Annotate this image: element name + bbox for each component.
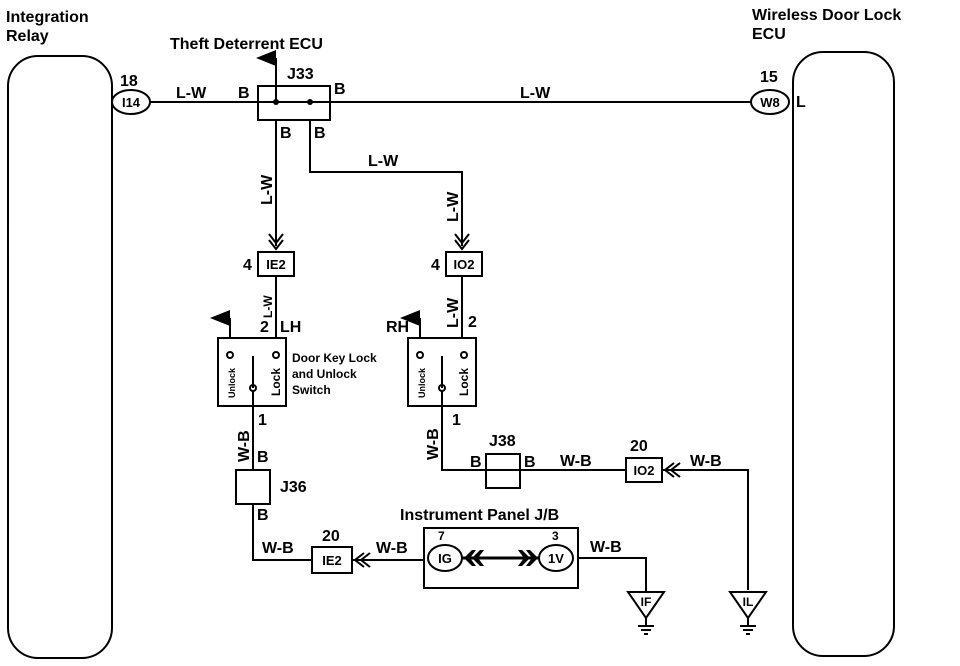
j38-pin-b-right: B	[524, 454, 536, 471]
wire-j36-ie2	[252, 504, 312, 561]
wire-label-lw-mid: L-W	[368, 153, 399, 170]
wire-label-lw-top-right: L-W	[520, 85, 551, 102]
chevron-io2-right	[663, 462, 675, 478]
rh-label: RH	[386, 319, 409, 336]
io2-top-pin: 4	[431, 257, 440, 274]
svg-text:IL: IL	[743, 595, 754, 609]
j36-pin-b-top: B	[257, 449, 269, 466]
switch-right-pin: 1	[452, 412, 461, 429]
connector-io2-top: IO2	[445, 251, 483, 277]
instrument-panel-jb: IG 1V	[423, 527, 579, 589]
ground-if: IF	[626, 591, 666, 635]
instrument-panel-jb-label: Instrument Panel J/B	[400, 507, 559, 524]
wire-label-lw-vert-right: L-W	[445, 191, 462, 222]
connector-ie2-top: IE2	[257, 251, 295, 277]
wireless-door-lock-ecu: Wireless Door Lock ECU	[752, 7, 906, 657]
door-key-switch-label: Door Key Lock and Unlock Switch	[292, 351, 380, 397]
wireless-door-lock-ecu-label: Wireless Door Lock ECU	[752, 7, 906, 43]
rh-pin: 2	[468, 314, 477, 331]
unlock-label-right: Unlock	[417, 367, 427, 398]
wire-1v-if	[578, 557, 647, 592]
ie2-bottom-pin: 20	[322, 528, 340, 545]
wire-label-lw-vert-left: L-W	[259, 174, 276, 205]
door-key-switch-lh: Unlock Lock	[210, 310, 287, 407]
wire-label-lw-top-left: L-W	[176, 85, 207, 102]
junction-j36-label: J36	[280, 479, 307, 496]
wire-label-wb-if: W-B	[590, 539, 622, 556]
wire-label-wb-vert-left: W-B	[236, 430, 253, 462]
door-key-switch-rh: Unlock Lock	[400, 310, 477, 407]
junction-j33-label: J33	[287, 66, 314, 83]
svg-text:IE2: IE2	[322, 553, 342, 568]
junction-j38-label: J38	[489, 433, 516, 450]
chevron-ie2-bottom	[353, 552, 365, 568]
wire-switch-j38	[441, 406, 486, 471]
i14-pin-number: 18	[120, 73, 138, 90]
jb-arrow-left-2	[472, 550, 484, 566]
wire-label-wb-j38: W-B	[560, 453, 592, 470]
integration-relay-label: Integration Relay	[6, 9, 93, 45]
lock-label-right: Lock	[457, 368, 471, 396]
lh-label: LH	[280, 319, 301, 336]
wire-label-lw-small-left: L-W	[261, 295, 275, 318]
wire-label-wb-il: W-B	[690, 453, 722, 470]
wire-label-wb-ig: W-B	[376, 540, 408, 557]
svg-text:IG: IG	[438, 551, 452, 566]
ie2-top-pin: 4	[243, 257, 252, 274]
w8-pin-number: 15	[760, 69, 778, 86]
junction-j36	[235, 469, 271, 505]
wire-label-wb-vert-right: W-B	[425, 428, 442, 460]
chevron-ie2-top	[268, 233, 284, 245]
wire-label-lw-small-right: L-W	[445, 297, 462, 328]
j36-pin-b-bottom: B	[257, 507, 269, 524]
connector-i14: I14	[111, 89, 151, 115]
connector-io2-right: IO2	[625, 457, 663, 483]
j33-pin-b-bottom1: B	[280, 125, 292, 142]
chevron-ie2-top-2	[268, 239, 284, 251]
svg-text:I14: I14	[122, 95, 141, 110]
wire-j33-io2	[309, 120, 463, 246]
junction-j33	[257, 85, 331, 121]
svg-text:1V: 1V	[548, 551, 564, 566]
j33-pin-b-bottom2: B	[314, 125, 326, 142]
svg-text:IO2: IO2	[634, 463, 655, 478]
chevron-io2-top-2	[454, 239, 470, 251]
integration-relay: Integration Relay	[6, 9, 113, 659]
jb-arrow-right	[518, 550, 530, 566]
svg-text:IE2: IE2	[266, 257, 286, 272]
chevron-io2-right-2	[669, 462, 681, 478]
lock-label-left: Lock	[269, 368, 283, 396]
wire-label-wb-bottom-left: W-B	[262, 540, 294, 557]
connector-ie2-bottom: IE2	[311, 546, 353, 574]
chevron-io2-top	[454, 233, 470, 245]
junction-j38	[485, 453, 521, 489]
svg-text:W8: W8	[760, 95, 780, 110]
switch-left-pin: 1	[258, 412, 267, 429]
chevron-ie2-bottom-2	[359, 552, 371, 568]
jb-arrow-left	[464, 550, 476, 566]
svg-text:IF: IF	[641, 595, 652, 609]
connector-w8: W8	[750, 89, 790, 115]
ground-il: IL	[728, 591, 768, 635]
j33-pin-b-right: B	[334, 81, 346, 98]
unlock-label-left: Unlock	[227, 367, 237, 398]
w8-pin-l: L	[796, 94, 806, 111]
j33-pin-b-left: B	[238, 85, 250, 102]
io2-right-pin: 20	[630, 438, 648, 455]
jb-arrow-right-2	[526, 550, 538, 566]
j38-pin-b-left: B	[470, 454, 482, 471]
theft-deterrent-ecu-label: Theft Deterrent ECU	[170, 36, 323, 53]
iv-pin: 3	[552, 529, 559, 543]
ig-pin: 7	[438, 529, 445, 543]
svg-text:IO2: IO2	[454, 257, 475, 272]
lh-pin: 2	[260, 319, 269, 336]
wire-io2-il	[662, 469, 749, 590]
